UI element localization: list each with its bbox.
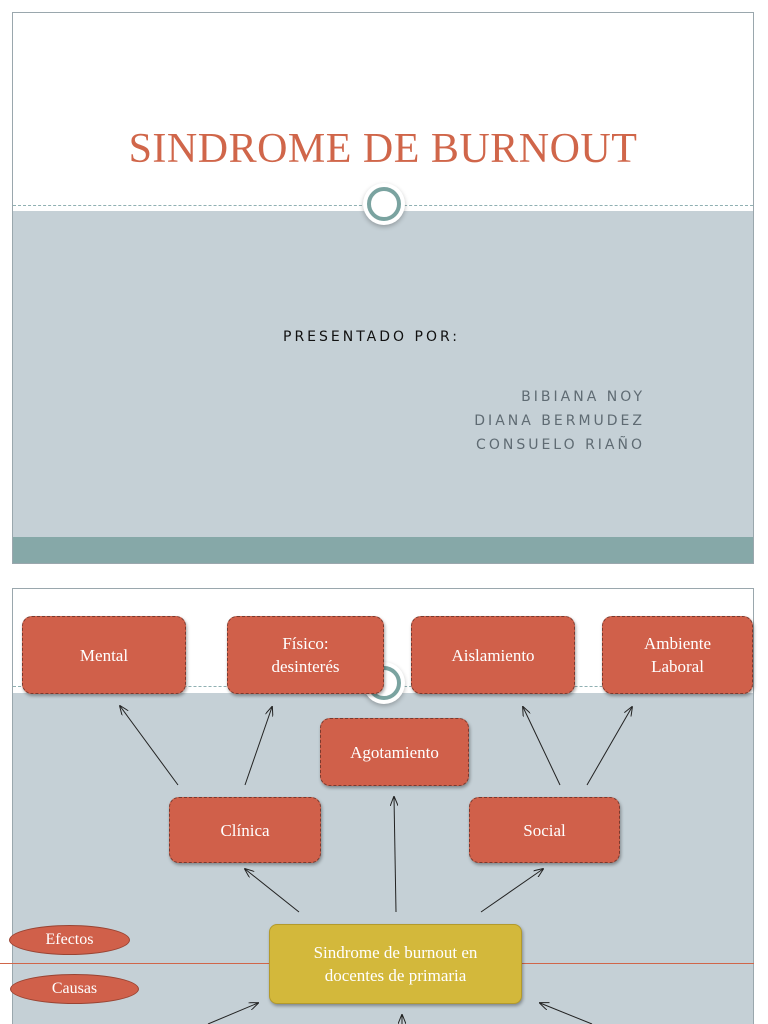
slide-body-area — [13, 211, 753, 537]
node-mental-label: Mental — [79, 645, 129, 665]
legend-efectos-label: Efectos — [45, 931, 94, 948]
legend-causas-label: Causas — [51, 980, 98, 997]
arrow-core-to-social — [480, 869, 543, 913]
node-clinica-label: Clínica — [220, 820, 270, 840]
node-social: Social — [469, 797, 620, 863]
node-aislamiento-label: Aislamiento — [451, 645, 535, 665]
author-1: BIBIANA NOY — [521, 389, 645, 405]
legend-causas: Causas — [10, 974, 139, 1004]
node-clinica: Clínica — [169, 797, 321, 863]
footer-band — [13, 537, 753, 563]
arrow-core-to-clinica — [245, 869, 300, 913]
arrow-cause-left — [207, 1003, 258, 1024]
legend-efectos: Efectos — [9, 925, 130, 955]
arrow-clinica-to-fisico — [244, 707, 272, 786]
arrow-core-to-agotamiento — [394, 797, 396, 913]
node-mental: Mental — [22, 616, 186, 694]
title-slide: SINDROME DE BURNOUT PRESENTADO POR: BIBI… — [12, 12, 754, 564]
arrow-social-to-ambiente — [586, 707, 632, 786]
author-2: DIANA BERMUDEZ — [474, 413, 645, 429]
slide-header-area — [13, 13, 753, 211]
divider-circle-icon — [367, 187, 401, 221]
author-3: CONSUELO RIAÑO — [476, 437, 645, 453]
node-ambiente-laboral-label: Ambiente Laboral — [643, 634, 712, 676]
node-agotamiento-label: Agotamiento — [350, 742, 439, 762]
arrow-cause-right — [540, 1003, 593, 1024]
node-fisico: Físico: desinterés — [227, 616, 384, 694]
node-agotamiento: Agotamiento — [320, 718, 469, 786]
arrow-clinica-to-mental — [120, 706, 179, 786]
arrow-social-to-aislamiento — [523, 707, 561, 786]
node-core-burnout: Sindrome de burnout en docentes de prima… — [269, 924, 522, 1004]
node-fisico-label: Físico: desinterés — [271, 634, 340, 676]
presented-by-label: PRESENTADO POR: — [283, 329, 460, 345]
node-ambiente-laboral: Ambiente Laboral — [602, 616, 753, 694]
node-aislamiento: Aislamiento — [411, 616, 575, 694]
node-social-label: Social — [523, 820, 566, 840]
slide-title: SINDROME DE BURNOUT — [128, 126, 638, 172]
node-core-burnout-label: Sindrome de burnout en docentes de prima… — [313, 943, 478, 985]
